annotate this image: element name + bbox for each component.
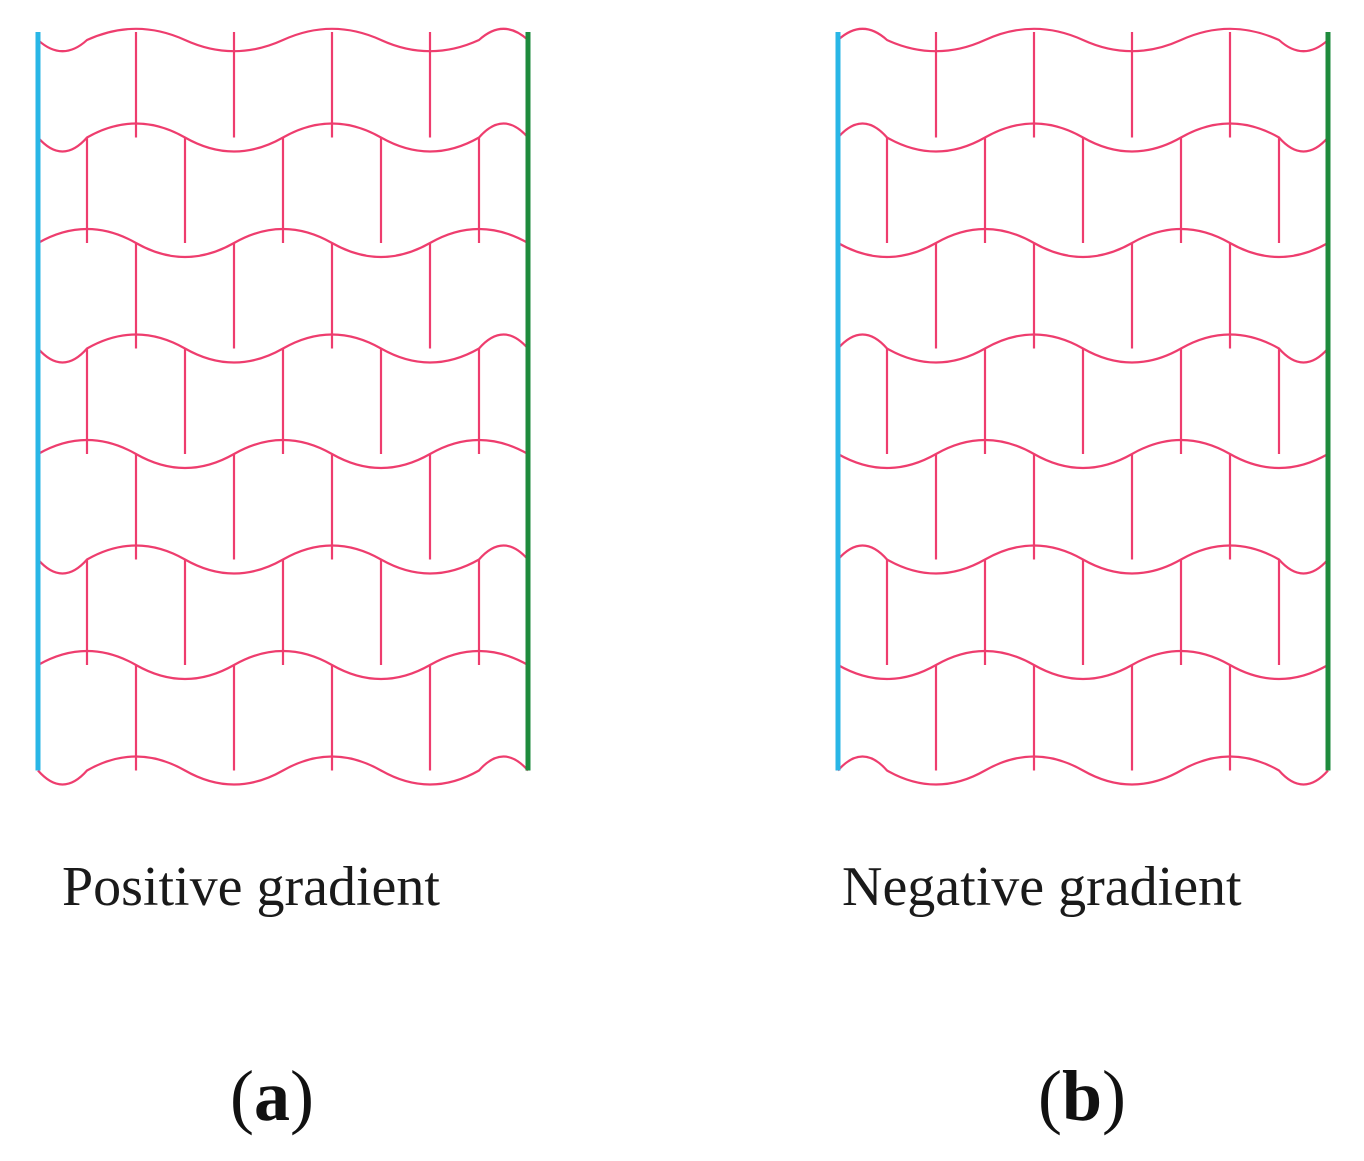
panel-label-open-paren: ( [1038, 1056, 1062, 1136]
panel-label-letter: a [253, 1056, 290, 1136]
lattice-top-edge [837, 27, 1329, 53]
panel-label-b: (b) [1038, 1055, 1126, 1138]
lattice-row-line [837, 650, 1329, 680]
panel-label-close-paren: ) [1102, 1056, 1127, 1136]
lattice-top-edge [37, 27, 529, 53]
lattice-diagram-negative [835, 27, 1331, 786]
panel-label-letter: b [1061, 1056, 1103, 1136]
panel-label-open-paren: ( [230, 1056, 254, 1136]
lattice-row-line [37, 755, 529, 786]
lattice-row-line [837, 439, 1329, 469]
panel-label-close-paren: ) [289, 1056, 314, 1136]
caption-negative-gradient: Negative gradient [842, 856, 1242, 918]
panel-label-a: (a) [230, 1055, 314, 1138]
caption-positive-gradient: Positive gradient [62, 856, 440, 918]
lattice-row-line [837, 228, 1329, 258]
lattice-diagram-positive [35, 27, 531, 786]
lattice-row-line [837, 755, 1329, 786]
